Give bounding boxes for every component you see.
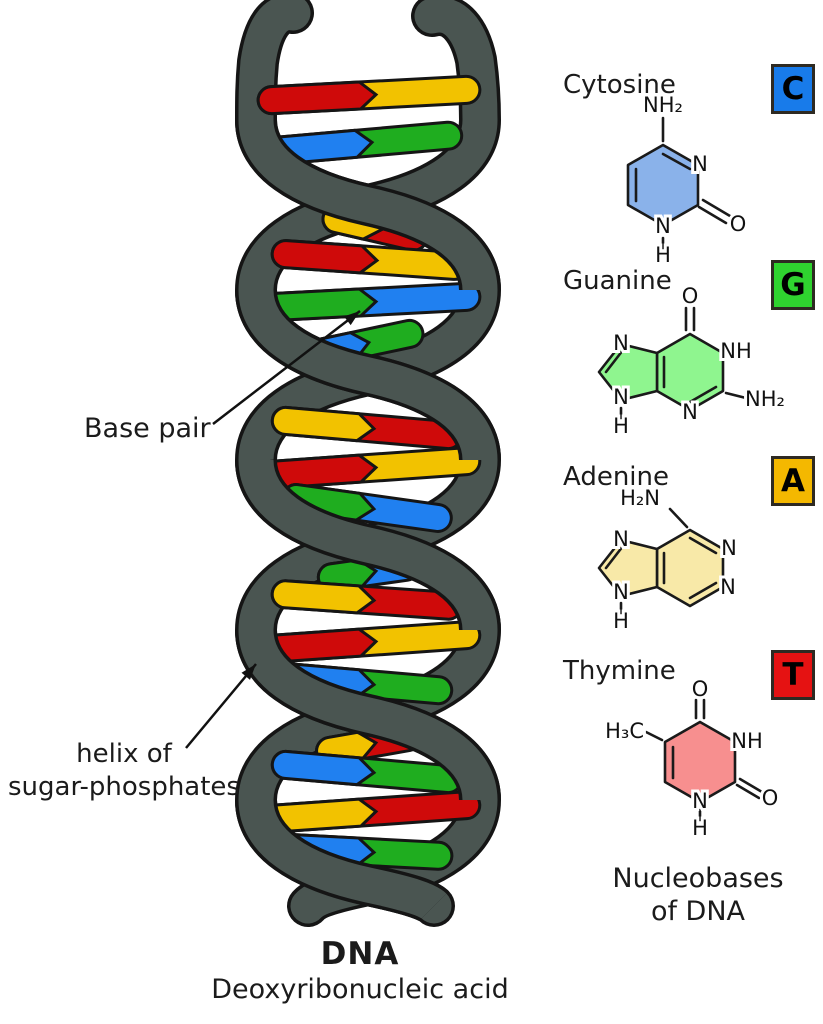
atom-label: N	[720, 575, 736, 599]
nucleobases-caption-line2: of DNA	[650, 896, 746, 927]
base-pair-rung	[256, 790, 482, 834]
letter-chip-g: G	[771, 260, 815, 310]
atom-label: N	[692, 152, 708, 176]
atom-label: O	[682, 284, 699, 308]
letter-chip-c: C	[771, 64, 815, 114]
base-pair-rung	[256, 446, 482, 490]
helix-label-line2: sugar-phosphates	[8, 772, 240, 802]
atom-label: H	[692, 816, 708, 840]
atom-label: N	[613, 527, 629, 551]
base-pair-arrow	[212, 310, 361, 425]
atom-label: O	[692, 677, 709, 701]
helix-arrow	[185, 663, 257, 749]
helix-label-line1: helix of	[76, 739, 172, 769]
base-label-adenine: Adenine	[563, 462, 670, 492]
base-pair-rung	[256, 620, 482, 664]
thymine-structure: O H₃C NH NH O	[602, 674, 781, 843]
base-pair-rung	[270, 405, 464, 451]
atom-label: N	[613, 331, 629, 355]
atom-label: O	[762, 786, 779, 810]
atom-label: NH₂	[745, 387, 785, 411]
atom-label: N	[682, 400, 698, 424]
diagram-title: DNA	[320, 936, 400, 972]
helix-label: helix of sugar-phosphates	[8, 738, 240, 804]
atom-label: N	[655, 214, 671, 238]
base-pair-rung	[256, 281, 482, 323]
diagram-subtitle: Deoxyribonucleic acid	[211, 974, 509, 1005]
letter-chip-a: A	[771, 456, 815, 506]
nucleobases-caption: Nucleobases of DNA	[588, 862, 808, 928]
atom-label: H₃C	[605, 719, 644, 743]
atom-label: N	[692, 789, 708, 813]
nucleobases-caption-line1: Nucleobases	[612, 863, 784, 894]
base-pair-label: Base pair	[84, 413, 211, 444]
letter-chip-t: T	[771, 650, 815, 700]
atom-label: O	[730, 212, 747, 236]
annotation-arrows	[185, 310, 361, 749]
atom-label: H	[613, 414, 629, 438]
base-label-thymine: Thymine	[563, 656, 676, 686]
backbone-front-crossings	[235, 118, 501, 923]
atom-label: N	[613, 385, 629, 409]
atom-label: H₂N	[620, 486, 660, 510]
base-label-guanine: Guanine	[563, 266, 672, 296]
base-pair-rung	[270, 579, 464, 621]
atom-label: N	[613, 580, 629, 604]
base-pair-rungs	[256, 74, 482, 871]
atom-label: H	[613, 609, 629, 633]
atom-label: N	[721, 536, 737, 560]
base-label-cytosine: Cytosine	[563, 70, 676, 100]
atom-label: NH	[731, 729, 763, 753]
atom-label: NH	[720, 339, 752, 363]
base-pair-rung	[270, 749, 464, 795]
atom-label: H	[655, 243, 671, 267]
base-pair-rung	[256, 74, 482, 116]
atom-label: NH₂	[643, 93, 683, 117]
